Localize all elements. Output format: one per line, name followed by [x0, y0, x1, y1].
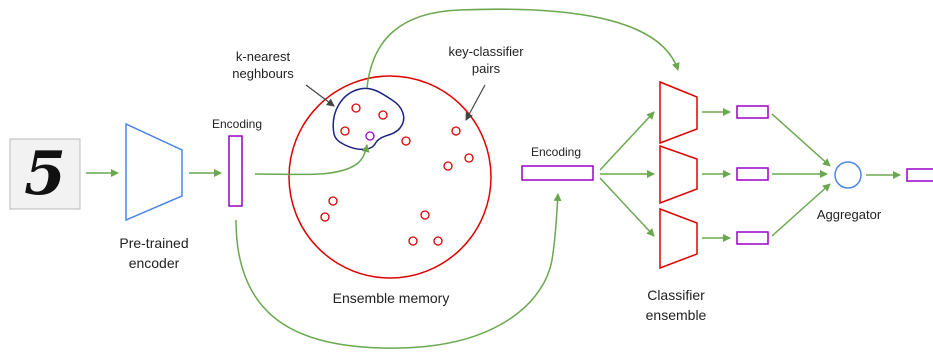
kc-point — [451, 126, 461, 136]
kc-point — [401, 136, 411, 146]
kc-point — [443, 161, 453, 171]
aggregator-circle — [834, 161, 862, 189]
classifier-ensemble — [659, 80, 698, 270]
kc-point — [351, 103, 361, 113]
arrow-out1-to-agg — [771, 113, 831, 167]
final-output — [906, 168, 933, 182]
classifier-1-shape — [659, 80, 698, 145]
encoding-vector-right — [521, 165, 594, 181]
knn-label-1: k-nearest — [236, 49, 291, 64]
key-classifier-label-2: pairs — [472, 61, 501, 76]
encoding-vector-left — [228, 135, 243, 207]
classifier-output-1 — [736, 105, 769, 119]
arrow-encoding-to-clf3 — [599, 177, 655, 237]
classifier-ensemble-label-2: ensemble — [646, 307, 707, 323]
arrow-neighbours-to-classifiers — [366, 8, 680, 89]
classifier-3-shape — [659, 207, 698, 270]
key-classifier-label-1: key-classifier — [448, 44, 524, 59]
arrow-encoding-bypass — [235, 193, 562, 349]
encoding-right-label: Encoding — [531, 145, 581, 159]
kc-point — [433, 236, 443, 246]
input-digit: 5 — [24, 139, 66, 209]
pointer-key-classifier — [465, 84, 486, 121]
arrow-encoding-to-clf1 — [599, 111, 655, 171]
kc-point — [328, 196, 338, 206]
ensemble-memory-label: Ensemble memory — [333, 290, 450, 306]
pretrained-encoder-label-1: Pre-trained — [119, 235, 188, 251]
query-point — [365, 131, 375, 141]
classifier-output-2 — [736, 167, 769, 181]
pretrained-encoder-shape — [125, 122, 183, 222]
pretrained-encoder-label-2: encoder — [129, 255, 180, 271]
ensemble-memory-circle — [288, 75, 492, 279]
classifier-outputs — [736, 105, 769, 245]
input-image: 5 — [9, 138, 81, 210]
classifier-output-3 — [736, 231, 769, 245]
kc-point — [320, 212, 330, 222]
kc-point — [464, 153, 474, 163]
classifier-ensemble-label-1: Classifier — [647, 287, 705, 303]
kc-point — [420, 210, 430, 220]
kc-point — [408, 236, 418, 246]
encoding-left-label: Encoding — [212, 117, 262, 131]
knn-label-2: neghbours — [232, 66, 294, 81]
knn-neighbourhood-blob — [332, 87, 405, 151]
classifier-2-shape — [659, 144, 698, 205]
aggregator-label: Aggregator — [817, 207, 882, 222]
arrow-out3-to-agg — [771, 183, 831, 237]
key-classifier-points — [320, 103, 474, 246]
kc-point — [378, 110, 388, 120]
arrow-encoding-to-memory — [254, 144, 370, 176]
kc-point — [340, 126, 350, 136]
pointer-knn — [305, 84, 335, 107]
